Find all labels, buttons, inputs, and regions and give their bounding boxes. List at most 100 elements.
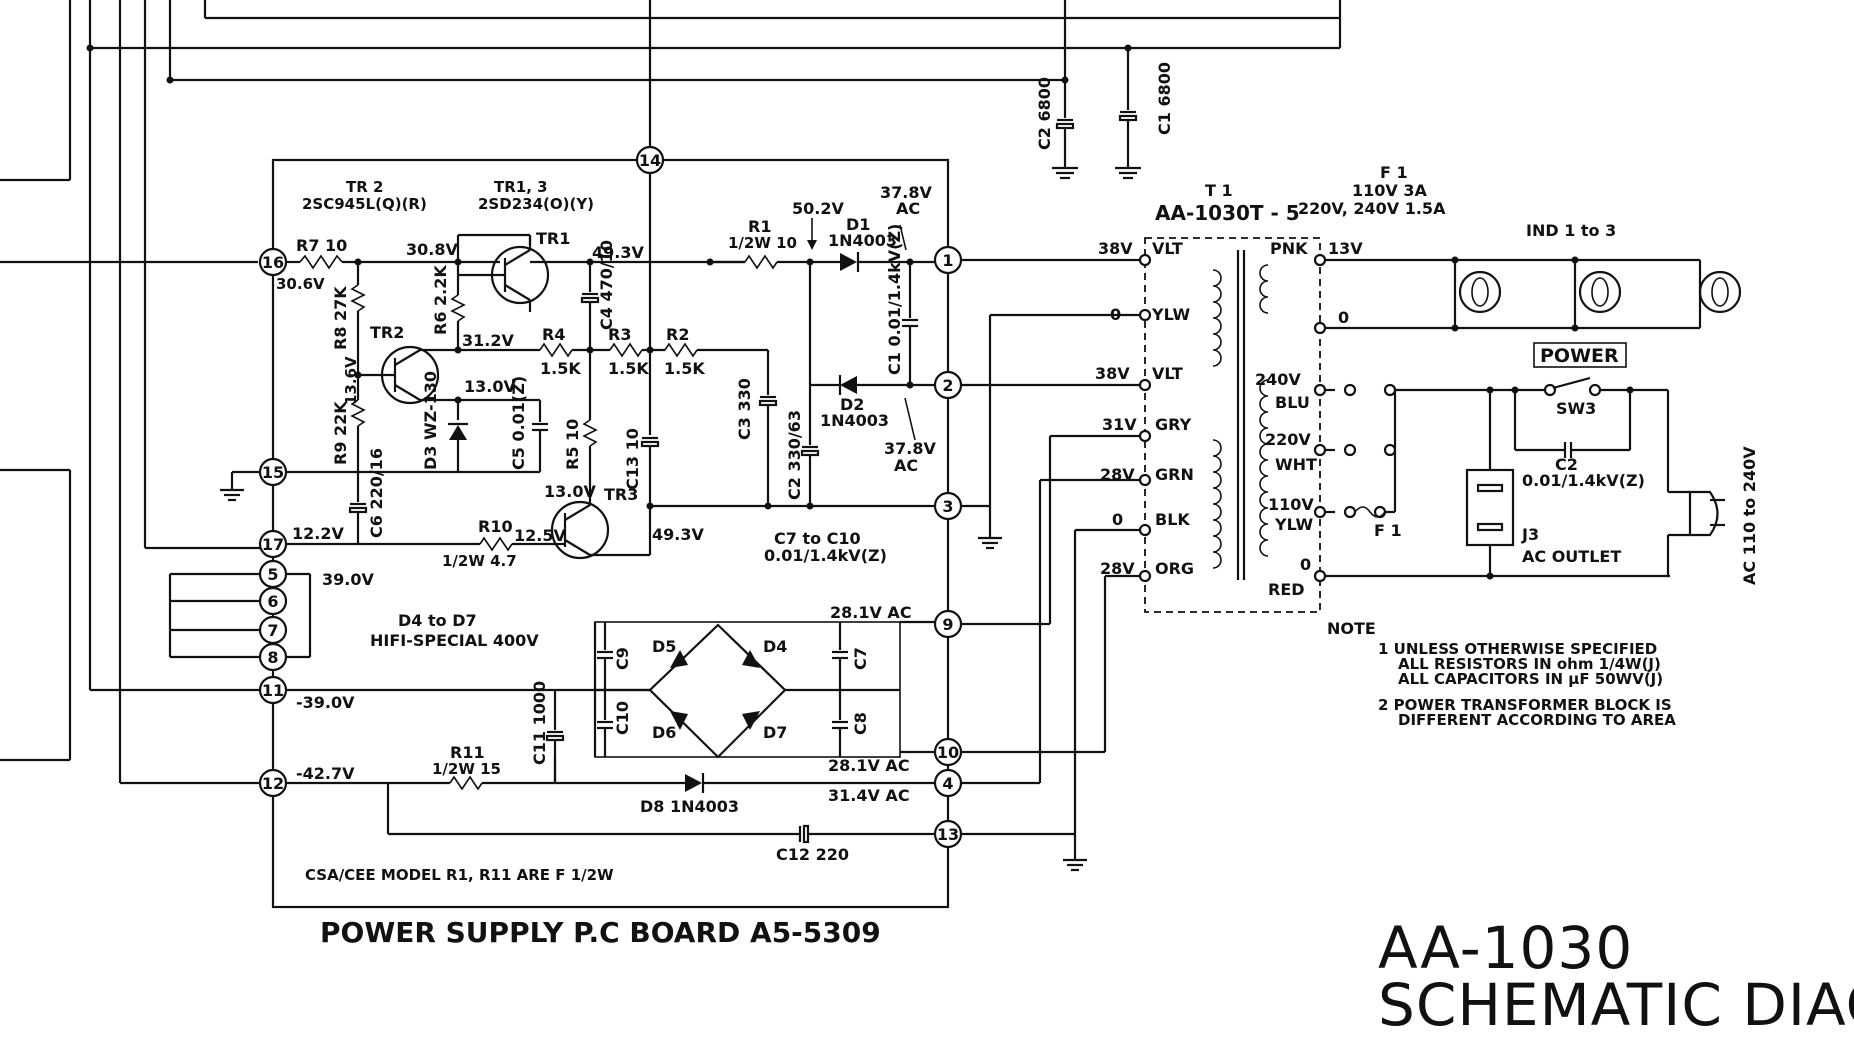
prim-0: VLT — [1152, 239, 1183, 258]
r4-label: R4 — [542, 325, 565, 344]
lamp-icon — [1458, 270, 1502, 314]
v-13.6: 13.6V — [342, 356, 360, 405]
c2-top-label: C2 6800 — [1035, 77, 1054, 150]
r5-label: R5 10 — [563, 419, 582, 470]
c10-label: C10 — [613, 701, 632, 735]
svg-text:11: 11 — [262, 681, 284, 700]
c12-label: C12 220 — [776, 845, 849, 864]
prim-v-1: 0 — [1110, 305, 1121, 324]
tr2-label: TR2 — [370, 323, 404, 342]
tr2-part: 2SC945L(Q)(R) — [302, 195, 427, 213]
c3-label: C3 330 — [735, 378, 754, 440]
d8-label: D8 1N4003 — [640, 797, 739, 816]
r1-value: 1/2W 10 — [728, 234, 797, 252]
prim-v-4: 28V — [1100, 465, 1135, 484]
sec-4: RED — [1268, 580, 1305, 599]
svg-text:17: 17 — [262, 535, 284, 554]
svg-text:1: 1 — [942, 251, 953, 270]
v-37.8b: 37.8V — [884, 439, 936, 458]
d4d7-value: HIFI-SPECIAL 400V — [370, 631, 539, 650]
c13-label: C13 10 — [623, 428, 642, 490]
svg-text:15: 15 — [262, 463, 284, 482]
c7-label: C7 — [851, 647, 870, 670]
svg-text:14: 14 — [639, 151, 661, 170]
lamp-icon — [1698, 270, 1742, 314]
note-l1: 1 UNLESS OTHERWISE SPECIFIED — [1378, 640, 1657, 658]
schematic-title: SCHEMATIC DIAG — [1378, 971, 1854, 1039]
ac-a: AC — [896, 199, 920, 218]
svg-text:12: 12 — [262, 774, 284, 793]
r10-value: 1/2W 4.7 — [442, 552, 517, 570]
svg-text:8: 8 — [267, 648, 278, 667]
f1-label: F 1 — [1374, 521, 1402, 540]
prim-2: VLT — [1152, 364, 1183, 383]
d4d7-label: D4 to D7 — [398, 611, 477, 630]
d1-label: D1 — [846, 215, 870, 234]
v-neg39.0: -39.0V — [296, 693, 355, 712]
c2-mains-label: C2 — [1555, 455, 1578, 474]
v-13.0b: 13.0V — [544, 482, 596, 501]
sec-v-2: 240V — [1255, 370, 1301, 389]
prim-4: GRN — [1155, 465, 1194, 484]
c2-label: C2 330/63 — [785, 410, 804, 500]
r10-label: R10 — [478, 517, 513, 536]
prim-v-0: 38V — [1098, 239, 1133, 258]
c4-label: C4 470/10 — [597, 240, 616, 330]
fuse-110: 110V 3A — [1352, 181, 1427, 200]
lamp-icon — [1578, 270, 1622, 314]
note-head: NOTE — [1327, 619, 1376, 638]
svg-text:16: 16 — [262, 253, 284, 272]
c7c10-label: C7 to C10 — [774, 529, 861, 548]
r3-label: R3 — [608, 325, 631, 344]
svg-text:3: 3 — [942, 497, 953, 516]
fuse-220: 220V, 240V 1.5A — [1298, 199, 1446, 218]
ac-input-label: AC 110 to 240V — [1740, 446, 1759, 585]
d2-label: D2 — [840, 395, 864, 414]
c11-label: C11 1000 — [530, 681, 549, 765]
v-49.3: 49.3V — [592, 243, 644, 262]
labels: TR 2 2SC945L(Q)(R) TR1, 3 2SD234(O)(Y) T… — [276, 163, 1854, 1039]
outlet-label: AC OUTLET — [1522, 547, 1621, 566]
note-l4: 2 POWER TRANSFORMER BLOCK IS — [1378, 696, 1672, 714]
v-31.4: 31.4V AC — [828, 786, 910, 805]
d4-label: D4 — [763, 637, 787, 656]
sec-0: PNK — [1270, 239, 1308, 258]
r11-label: R11 — [450, 743, 485, 762]
indicator-lamps — [1451, 256, 1742, 332]
note-l2: ALL RESISTORS IN ohm 1/4W(J) — [1398, 655, 1661, 673]
t1-part: AA-1030T - 5 — [1155, 201, 1300, 225]
v-30.6: 30.6V — [276, 275, 325, 293]
svg-text:6: 6 — [267, 592, 278, 611]
sec-v-5: 0 — [1300, 555, 1311, 574]
sec-v-0: 13V — [1328, 239, 1363, 258]
fuse-head: F 1 — [1380, 163, 1408, 182]
c6-label: C6 220/16 — [367, 448, 386, 538]
r3-value: 1.5K — [608, 359, 649, 378]
v-31.2: 31.2V — [462, 331, 514, 350]
r8-label: R8 27K — [331, 286, 350, 350]
sw3-label: SW3 — [1556, 399, 1596, 418]
bus-wiring — [0, 0, 1342, 783]
power-label: POWER — [1540, 345, 1619, 367]
c2-mains-value: 0.01/1.4kV(Z) — [1522, 471, 1645, 490]
v-49.3b: 49.3V — [652, 525, 704, 544]
prim-v-6: 28V — [1100, 559, 1135, 578]
sec-3: YLW — [1274, 515, 1314, 534]
sec-1: BLU — [1275, 393, 1310, 412]
transformer-t1 — [961, 237, 1680, 872]
c5-label: C5 0.01(Z) — [509, 376, 528, 470]
note-l3: ALL CAPACITORS IN μF 50WV(J) — [1398, 670, 1663, 688]
c7c10-value: 0.01/1.4kV(Z) — [764, 546, 887, 565]
bridge-rectifier — [286, 572, 935, 759]
r2-value: 1.5K — [664, 359, 705, 378]
model-title: AA-1030 — [1378, 914, 1633, 982]
prim-1: YLW — [1151, 305, 1191, 324]
c1-top-label: C1 6800 — [1155, 62, 1174, 135]
v-12.5: 12.5V — [514, 526, 566, 545]
tr13-head: TR1, 3 — [494, 178, 548, 196]
sec-v-1: 0 — [1338, 308, 1349, 327]
v-12.2: 12.2V — [292, 524, 344, 543]
t1-name: T 1 — [1205, 181, 1233, 200]
